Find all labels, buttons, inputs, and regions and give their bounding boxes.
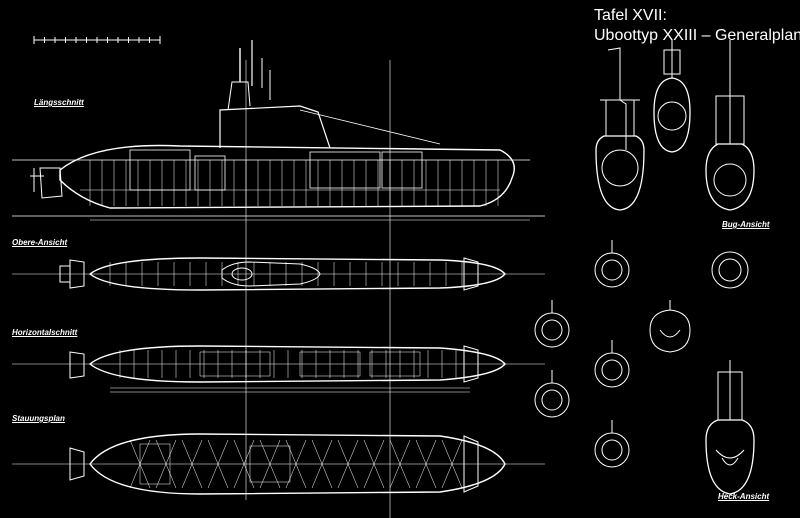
sheet-title: Tafel XVII: Uboottyp XXIII – Generalplan [594, 6, 800, 46]
label-obere-ansicht: Obere-Ansicht [12, 238, 68, 247]
label-stauungsplan: Stauungsplan [12, 414, 65, 423]
scale-bar [33, 36, 161, 44]
horizontal-section [12, 345, 545, 393]
label-heck-ansicht: Heck-Ansicht [718, 492, 770, 501]
stowage-plan [12, 433, 545, 495]
top-view [12, 257, 545, 291]
label-bug-ansicht: Bug-Ansicht [722, 220, 770, 229]
label-laengsschnitt: Längsschnitt [34, 98, 84, 107]
label-horizontalschnitt: Horizontalschnitt [12, 328, 78, 337]
title-line-2: Uboottyp XXIII – Generalplan [594, 27, 800, 44]
title-line-1: Tafel XVII: [594, 7, 667, 24]
bow-stern-views [534, 40, 755, 495]
longitudinal-section [12, 40, 545, 221]
